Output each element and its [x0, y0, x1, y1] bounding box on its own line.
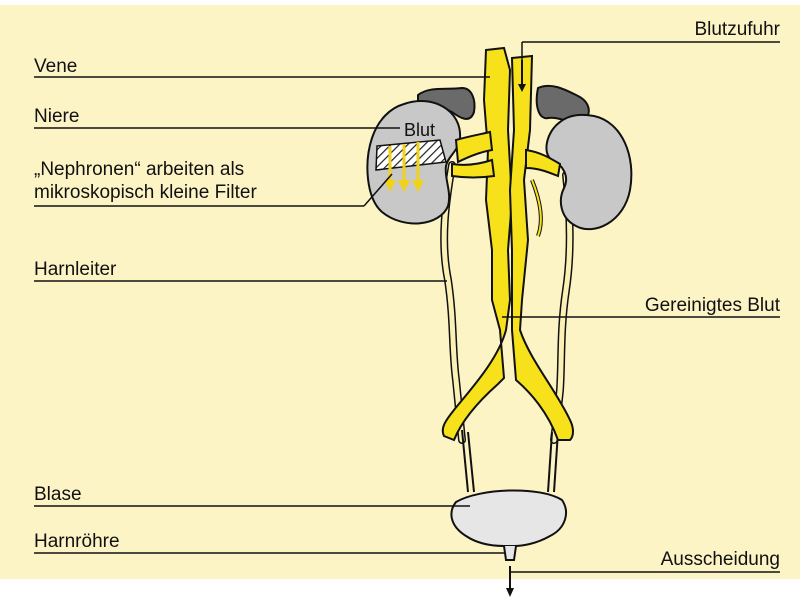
label-blut: Blut — [404, 120, 435, 140]
filtration-arrows — [384, 142, 424, 192]
label-niere: Niere — [34, 106, 79, 127]
label-harnleiter: Harnleiter — [34, 259, 117, 280]
label-vene: Vene — [34, 56, 77, 77]
label-nephronen-line2: mikroskopisch kleine Filter — [34, 182, 257, 203]
label-harnroehre: Harnröhre — [34, 531, 120, 552]
label-blase: Blase — [34, 484, 82, 505]
label-nephronen-line1: „Nephronen“ arbeiten als — [34, 159, 244, 180]
label-ausscheidung: Ausscheidung — [661, 549, 780, 570]
bladder — [451, 490, 566, 546]
excretion-arrow-head — [506, 588, 514, 597]
urethra — [504, 546, 516, 560]
label-gereinigtes-blut: Gereinigtes Blut — [645, 295, 781, 316]
label-blutzufuhr: Blutzufuhr — [694, 19, 780, 40]
background-panel — [0, 5, 800, 579]
